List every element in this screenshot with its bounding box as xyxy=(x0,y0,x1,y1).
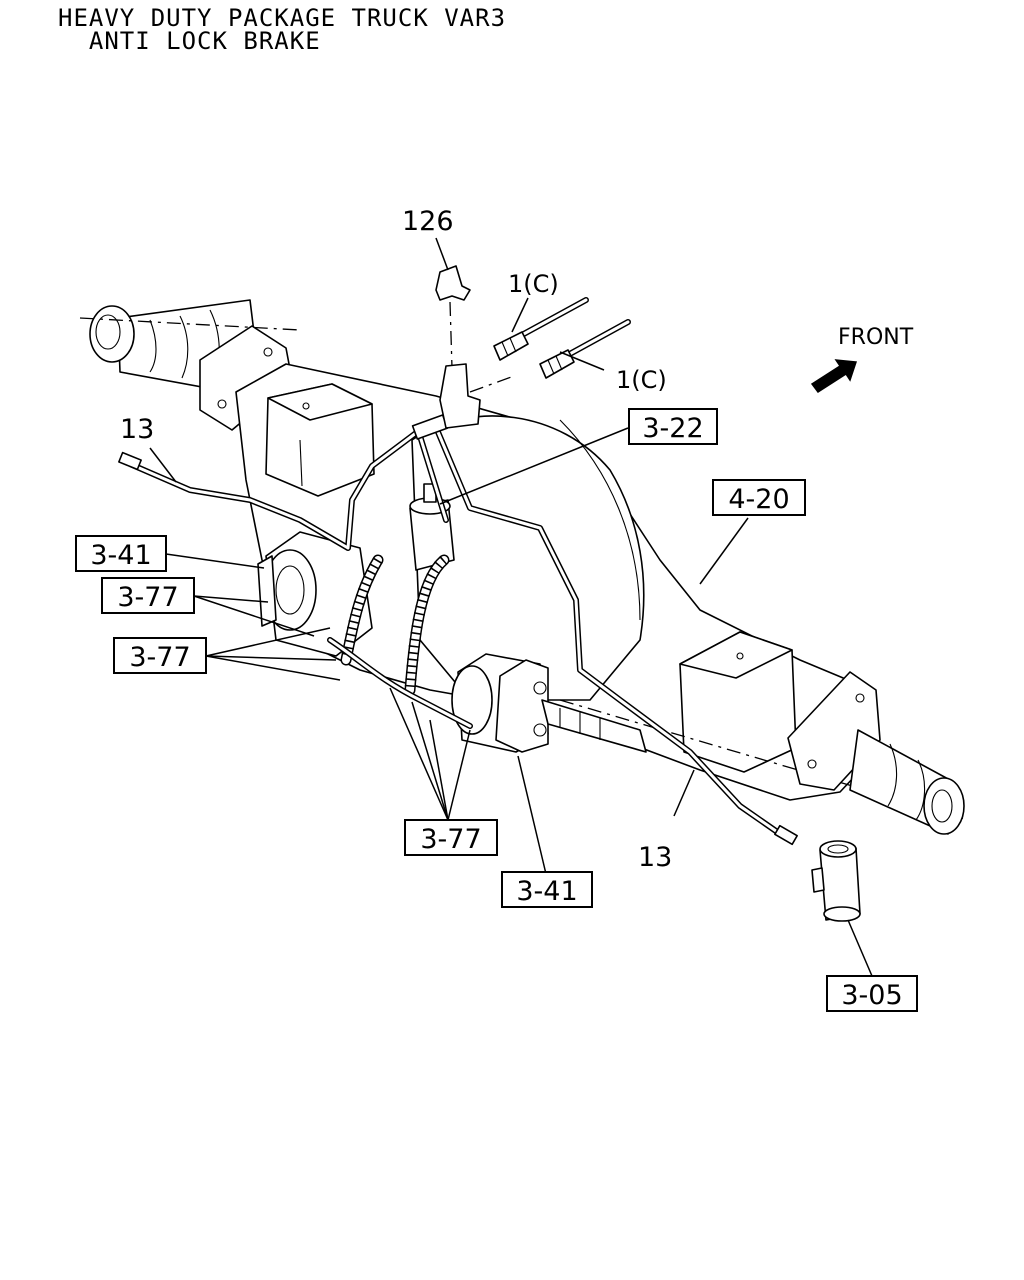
diagram-subtitle: ANTI LOCK BRAKE xyxy=(58,27,321,55)
front-arrow-icon xyxy=(810,359,858,394)
abs-modulator-left xyxy=(257,531,373,657)
callout-3-41-left: 3-41 xyxy=(90,540,151,571)
callout-box-3-77-c: 3-77 xyxy=(404,819,498,856)
callout-13-left: 13 xyxy=(120,414,154,445)
callout-box-3-41-left: 3-41 xyxy=(75,535,167,572)
callout-3-77-a: 3-77 xyxy=(117,582,178,613)
callout-box-3-05: 3-05 xyxy=(826,975,918,1012)
leader-lines xyxy=(149,237,873,977)
callout-box-3-77-a: 3-77 xyxy=(101,577,195,614)
callout-1c-upper: 1(C) xyxy=(508,270,559,298)
clip-126 xyxy=(435,265,481,429)
callout-3-22: 3-22 xyxy=(642,413,703,444)
callout-3-77-b: 3-77 xyxy=(129,642,190,673)
callout-4-20: 4-20 xyxy=(728,484,789,515)
front-label: FRONT xyxy=(838,325,914,350)
diagram-title: HEAVY DUTY PACKAGE TRUCK VAR3 xyxy=(58,4,507,32)
callout-3-41-bottom: 3-41 xyxy=(516,876,577,907)
callout-box-3-41-bottom: 3-41 xyxy=(501,871,593,908)
callout-126: 126 xyxy=(402,206,454,237)
callout-13-right: 13 xyxy=(638,842,672,873)
flex-hoses xyxy=(327,554,473,729)
abs-modulator-right xyxy=(451,653,647,753)
callout-3-05: 3-05 xyxy=(841,980,902,1011)
axle-housing xyxy=(79,299,969,835)
callout-box-3-77-b: 3-77 xyxy=(113,637,207,674)
callouts: 126 1(C) 1(C) 13 13 3-22 4-20 3-41 3-77 … xyxy=(75,206,918,1012)
hose-1c xyxy=(469,297,631,393)
callout-3-77-c: 3-77 xyxy=(420,824,481,855)
callout-1c-lower: 1(C) xyxy=(616,366,667,394)
callout-box-3-22: 3-22 xyxy=(628,408,718,445)
wheel-cylinder xyxy=(811,840,861,922)
callout-box-4-20: 4-20 xyxy=(712,479,806,516)
